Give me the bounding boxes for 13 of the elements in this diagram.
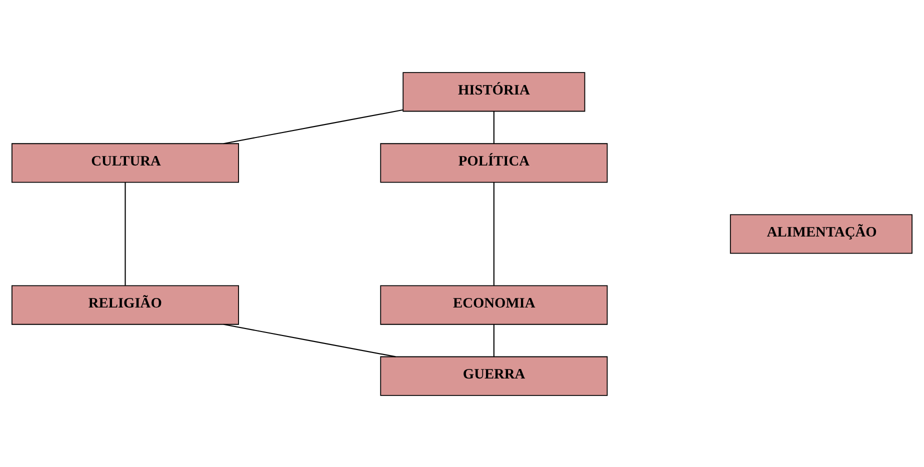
- connector: [493, 182, 494, 285]
- node-box: RELIGIÃO: [12, 284, 239, 324]
- connector: [124, 182, 126, 285]
- node-box: POLÍTICA: [380, 142, 608, 182]
- node-box: ECONOMIA: [380, 284, 608, 324]
- node-box: CULTURA: [12, 142, 239, 182]
- node-box: GUERRA: [380, 356, 608, 396]
- node-box: ALIMENTAÇÃO: [730, 214, 912, 254]
- connector: [493, 110, 494, 143]
- connector: [223, 323, 396, 357]
- connector: [493, 324, 494, 356]
- connector: [223, 108, 404, 144]
- node-box: HISTÓRIA: [402, 72, 586, 112]
